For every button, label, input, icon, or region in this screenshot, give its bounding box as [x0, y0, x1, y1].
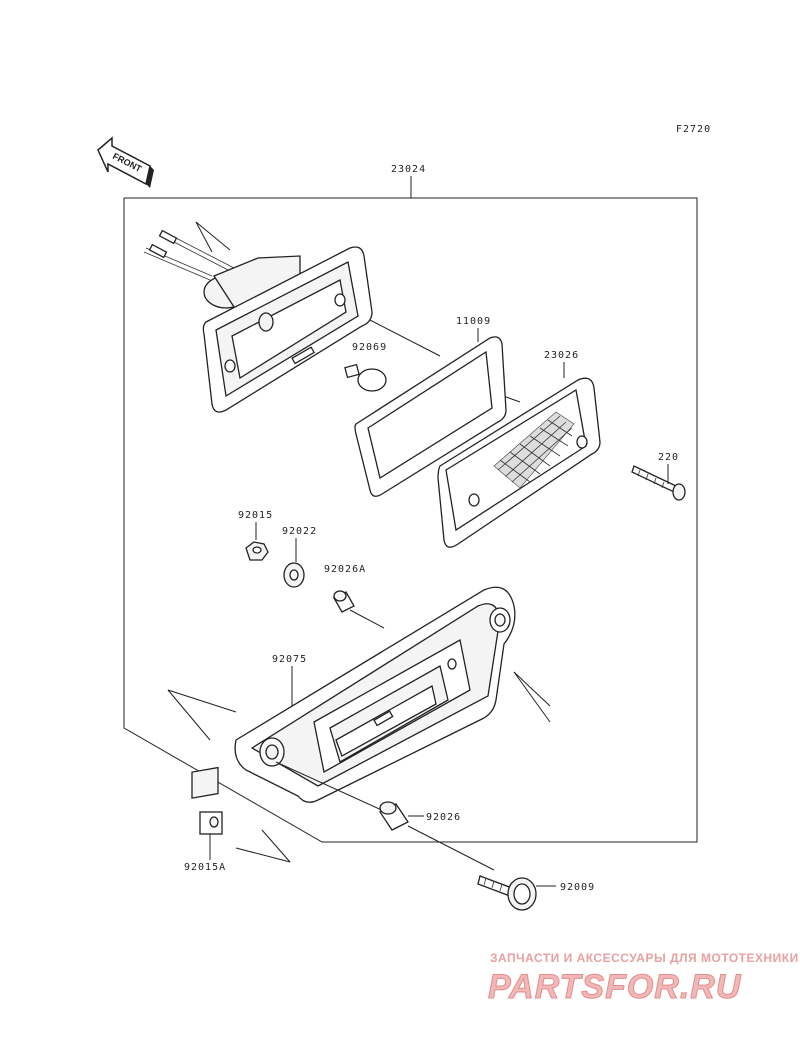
gasket	[354, 336, 507, 497]
front-arrow-icon: FRONT	[97, 136, 154, 188]
bracket	[234, 586, 516, 803]
label-92075: 92075	[272, 654, 307, 665]
lens-reflector-grid	[493, 411, 575, 489]
assembly-frame	[123, 176, 698, 843]
bolt	[477, 875, 537, 911]
screw-220	[631, 465, 686, 501]
watermark-logo: PARTSFOR.RU	[488, 968, 742, 1006]
nut	[245, 541, 269, 561]
figure-code: F2720	[676, 124, 711, 135]
washer	[283, 562, 305, 588]
label-92026A: 92026A	[324, 564, 366, 575]
collar-a	[333, 590, 355, 613]
watermark-tagline: ЗАПЧАСТИ И АКСЕССУАРЫ ДЛЯ МОТОТЕХНИКИ	[490, 951, 799, 965]
collar	[379, 801, 409, 831]
label-92069: 92069	[352, 342, 387, 353]
light-housing	[143, 221, 373, 413]
lens	[437, 377, 601, 548]
bulb	[344, 363, 387, 392]
label-220: 220	[658, 452, 679, 463]
clip-nut	[191, 766, 223, 835]
label-23026: 23026	[544, 350, 579, 361]
label-23024: 23024	[391, 164, 426, 175]
label-11009: 11009	[456, 316, 491, 327]
label-92009: 92009	[560, 882, 595, 893]
label-92026: 92026	[426, 812, 461, 823]
label-92015: 92015	[238, 510, 273, 521]
watermark: ЗАПЧАСТИ И АКСЕССУАРЫ ДЛЯ МОТОТЕХНИКИ PA…	[488, 951, 799, 1007]
label-92015A: 92015A	[184, 862, 226, 873]
label-92022: 92022	[282, 526, 317, 537]
